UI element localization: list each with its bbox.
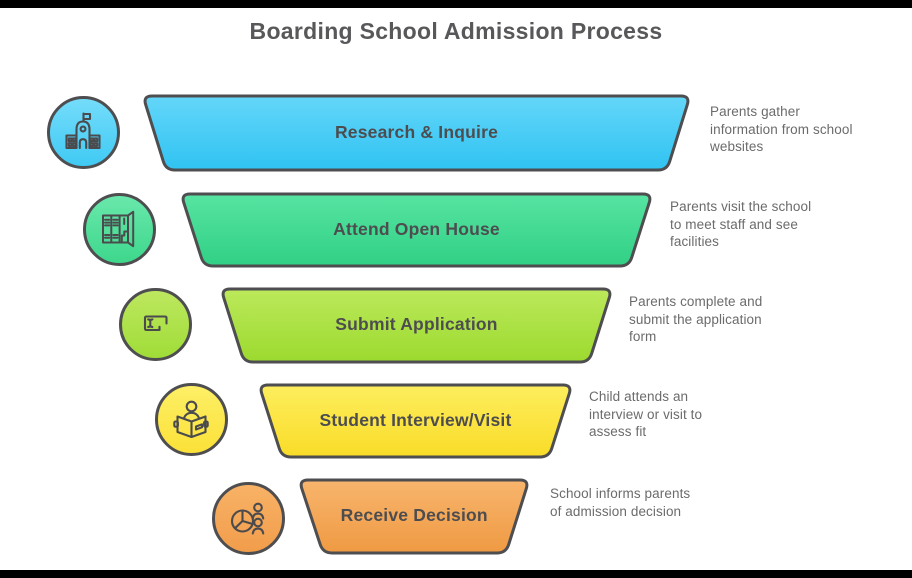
stage-icon-circle-4 [154, 382, 228, 456]
reading-student-icon [173, 400, 209, 439]
stage-description: School informs parents of admission deci… [550, 486, 691, 519]
funnel-stage-bar-2 [181, 192, 652, 268]
stage-label: Receive Decision [340, 505, 488, 525]
stage-label: Submit Application [335, 314, 498, 334]
stage-icon-circle-3 [118, 287, 192, 361]
stage-label: Student Interview/Visit [319, 410, 512, 430]
stage-label: Attend Open House [333, 219, 500, 239]
stage-description: Parents visit the school to meet staff a… [670, 199, 812, 250]
top-frame-bar [0, 0, 912, 8]
stage-description: Child attends an interview or visit to a… [589, 389, 703, 440]
decision-people-icon [230, 502, 265, 535]
page-title: Boarding School Admission Process [249, 18, 663, 44]
funnel-stage-bar-1 [143, 94, 690, 172]
funnel-stage-bar-3 [221, 287, 612, 364]
text-input-icon [143, 315, 168, 332]
stage-icon-circle-1 [46, 95, 120, 169]
funnel-stage-bar-5 [299, 478, 529, 555]
funnel-stage-bar-4 [259, 383, 572, 459]
stage-description: Parents gather information from school w… [710, 104, 853, 155]
stage-icon-circle-2 [82, 192, 156, 266]
stage-icon-circle-5 [211, 481, 285, 555]
bottom-frame-bar [0, 570, 912, 578]
stage-label: Research & Inquire [334, 122, 499, 142]
lockers-icon [102, 210, 135, 248]
stage-description: Parents complete and submit the applicat… [629, 294, 763, 345]
school-building-icon [65, 112, 101, 150]
